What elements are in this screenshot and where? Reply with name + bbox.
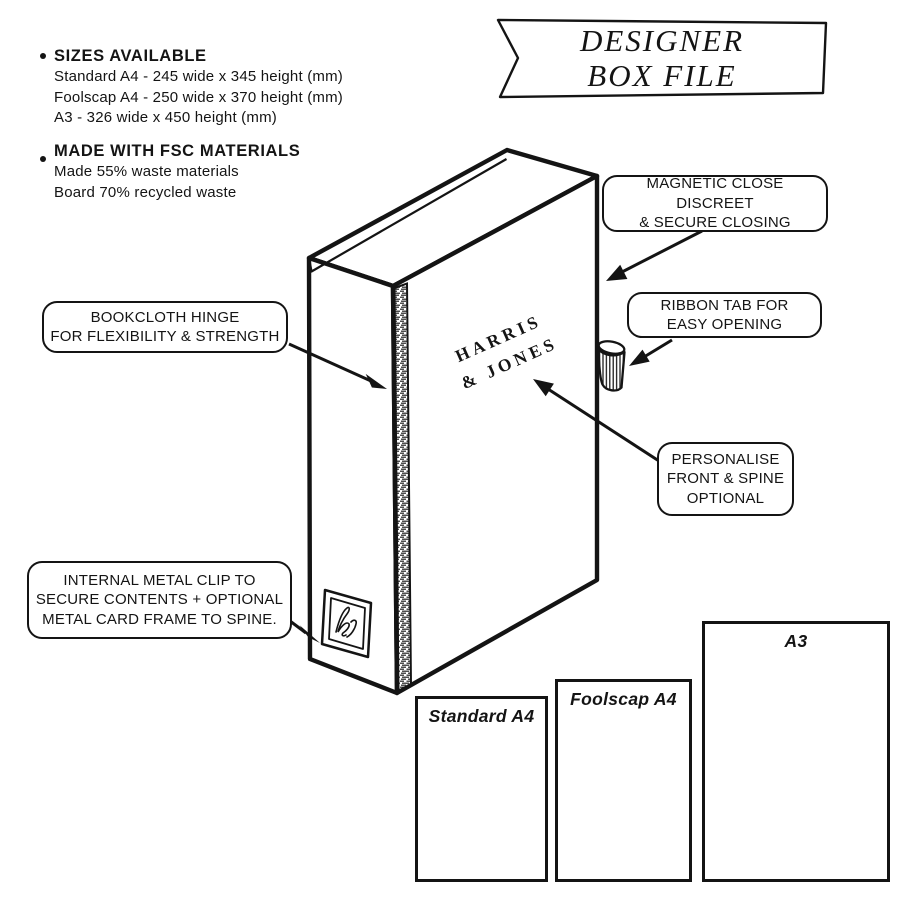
callout-magnetic-close: MAGNETIC CLOSE DISCREET & SECURE CLOSING <box>602 175 828 232</box>
feature-materials: MADE WITH FSC MATERIALS Made 55% waste m… <box>54 141 300 203</box>
callout-text: BOOKCLOTH HINGE <box>90 308 240 326</box>
callout-ribbon-tab: RIBBON TAB FOR EASY OPENING <box>627 292 822 338</box>
callout-text: OPTIONAL <box>686 489 765 507</box>
lid-rim-line <box>307 158 508 273</box>
size-rect-foolscap-a4: Foolscap A4 <box>555 679 692 882</box>
ribbon-tab-body <box>597 347 626 392</box>
callout-bookcloth-hinge: BOOKCLOTH HINGE FOR FLEXIBILITY & STRENG… <box>42 301 288 353</box>
feature-line: Standard A4 - 245 wide x 345 height (mm) <box>54 68 343 85</box>
bullet-dot <box>40 156 46 162</box>
banner-title-line2: BOX FILE <box>587 58 737 94</box>
feature-line: Made 55% waste materials <box>54 163 239 180</box>
size-rect-label: Standard A4 <box>428 706 535 726</box>
callout-text: PERSONALISE <box>671 450 780 468</box>
script-monogram-icon <box>335 606 357 638</box>
feature-materials-heading: MADE WITH FSC MATERIALS <box>54 142 301 160</box>
feature-line: A3 - 326 wide x 450 height (mm) <box>54 109 277 126</box>
callout-text: RIBBON TAB FOR <box>660 296 789 314</box>
callout-text: & SECURE CLOSING <box>639 214 791 232</box>
feature-sizes: SIZES AVAILABLE Standard A4 - 245 wide x… <box>54 46 343 129</box>
callout-text: FOR FLEXIBILITY & STRENGTH <box>50 328 280 345</box>
arrow-to-ribbon-tab <box>629 338 673 366</box>
callout-internal-clip: INTERNAL METAL CLIP TO SECURE CONTENTS +… <box>27 561 292 639</box>
metal-card-frame-inner <box>328 597 366 650</box>
size-rect-label: A3 <box>784 631 808 651</box>
callout-text: SECURE CONTENTS + OPTIONAL <box>35 591 284 609</box>
banner-title: DESIGNER BOX FILE <box>506 21 818 95</box>
size-rect-a3: A3 <box>702 621 890 882</box>
feature-line: Foolscap A4 - 250 wide x 370 height (mm) <box>54 88 343 106</box>
arrow-to-metal-clip <box>289 619 320 643</box>
feature-sizes-heading: SIZES AVAILABLE <box>54 47 207 65</box>
feature-line: Board 70% recycled waste <box>54 183 237 201</box>
ribbon-tab-top <box>597 340 626 355</box>
callout-text: MAGNETIC CLOSE DISCREET <box>646 175 784 212</box>
callout-personalise: PERSONALISE FRONT & SPINE OPTIONAL <box>657 442 794 516</box>
banner-ribbon-shape <box>496 18 828 99</box>
callout-text: EASY OPENING <box>666 316 783 333</box>
bookcloth-hinge-texture <box>393 282 413 694</box>
banner-title-line1: DESIGNER <box>579 22 745 58</box>
arrow-to-bookcloth-hinge <box>288 342 387 389</box>
bullet-dot <box>40 53 46 59</box>
box-front-panel <box>390 173 600 696</box>
callout-text: INTERNAL METAL CLIP TO <box>63 571 256 589</box>
arrow-to-front-personalisation <box>533 379 660 463</box>
size-rect-label: Foolscap A4 <box>570 689 677 709</box>
size-rect-standard-a4: Standard A4 <box>415 696 548 882</box>
callout-text: METAL CARD FRAME TO SPINE. <box>42 610 277 628</box>
arrow-to-magnetic-close <box>606 229 703 281</box>
callout-text: FRONT & SPINE <box>666 470 785 488</box>
